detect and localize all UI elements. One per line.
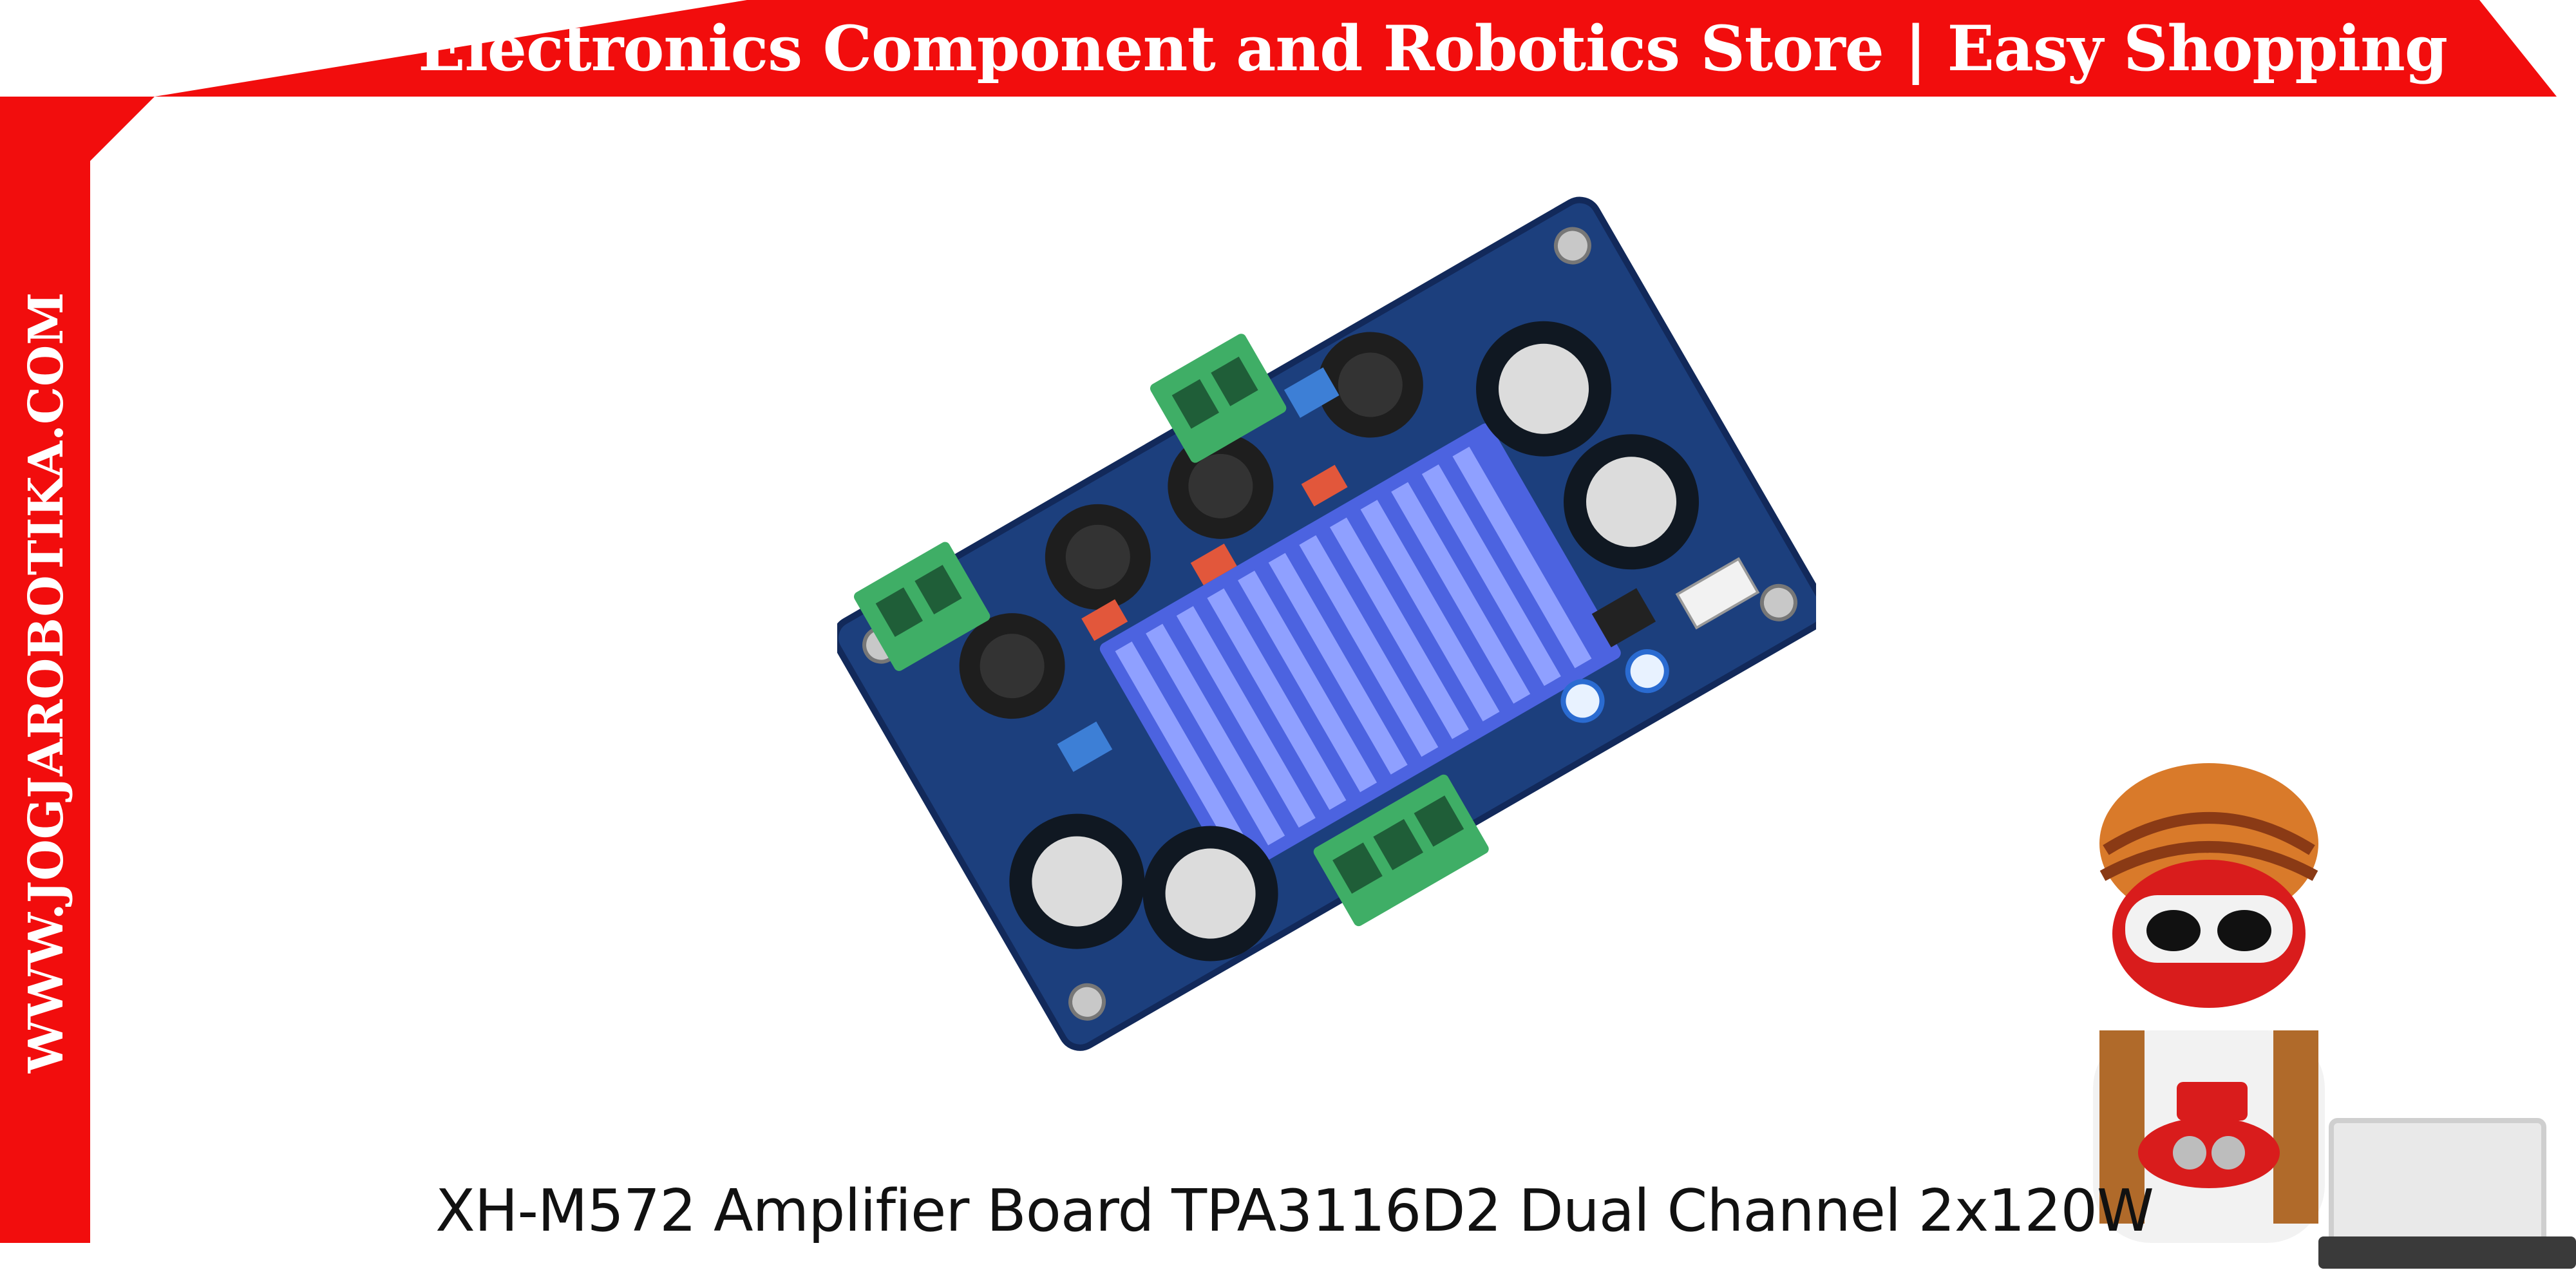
small-components	[1057, 367, 1760, 772]
store-tagline: Electronics Component and Robotics Store…	[418, 12, 2448, 85]
mascot-laptop	[2318, 1118, 2576, 1269]
product-title: XH-M572 Amplifier Board TPA3116D2 Dual C…	[435, 1177, 2154, 1245]
mount-hole	[1553, 227, 1591, 265]
mount-hole	[1068, 983, 1106, 1021]
mount-hole	[1759, 583, 1797, 621]
store-url: WWW.JOGJAROBOTIKA.COM	[19, 292, 74, 1074]
heatsink-fins	[1115, 446, 1592, 864]
robot-mascot-image	[2093, 763, 2576, 1269]
screw-terminal	[853, 334, 1489, 927]
electrolytic-capacitor	[1009, 321, 1700, 961]
mascot-body	[2093, 1030, 2325, 1243]
mascot-face	[2112, 860, 2306, 1008]
amplifier-board-image	[837, 196, 1816, 1051]
side-banner-shape	[0, 97, 155, 1243]
top-banner-shape	[155, 0, 2557, 97]
